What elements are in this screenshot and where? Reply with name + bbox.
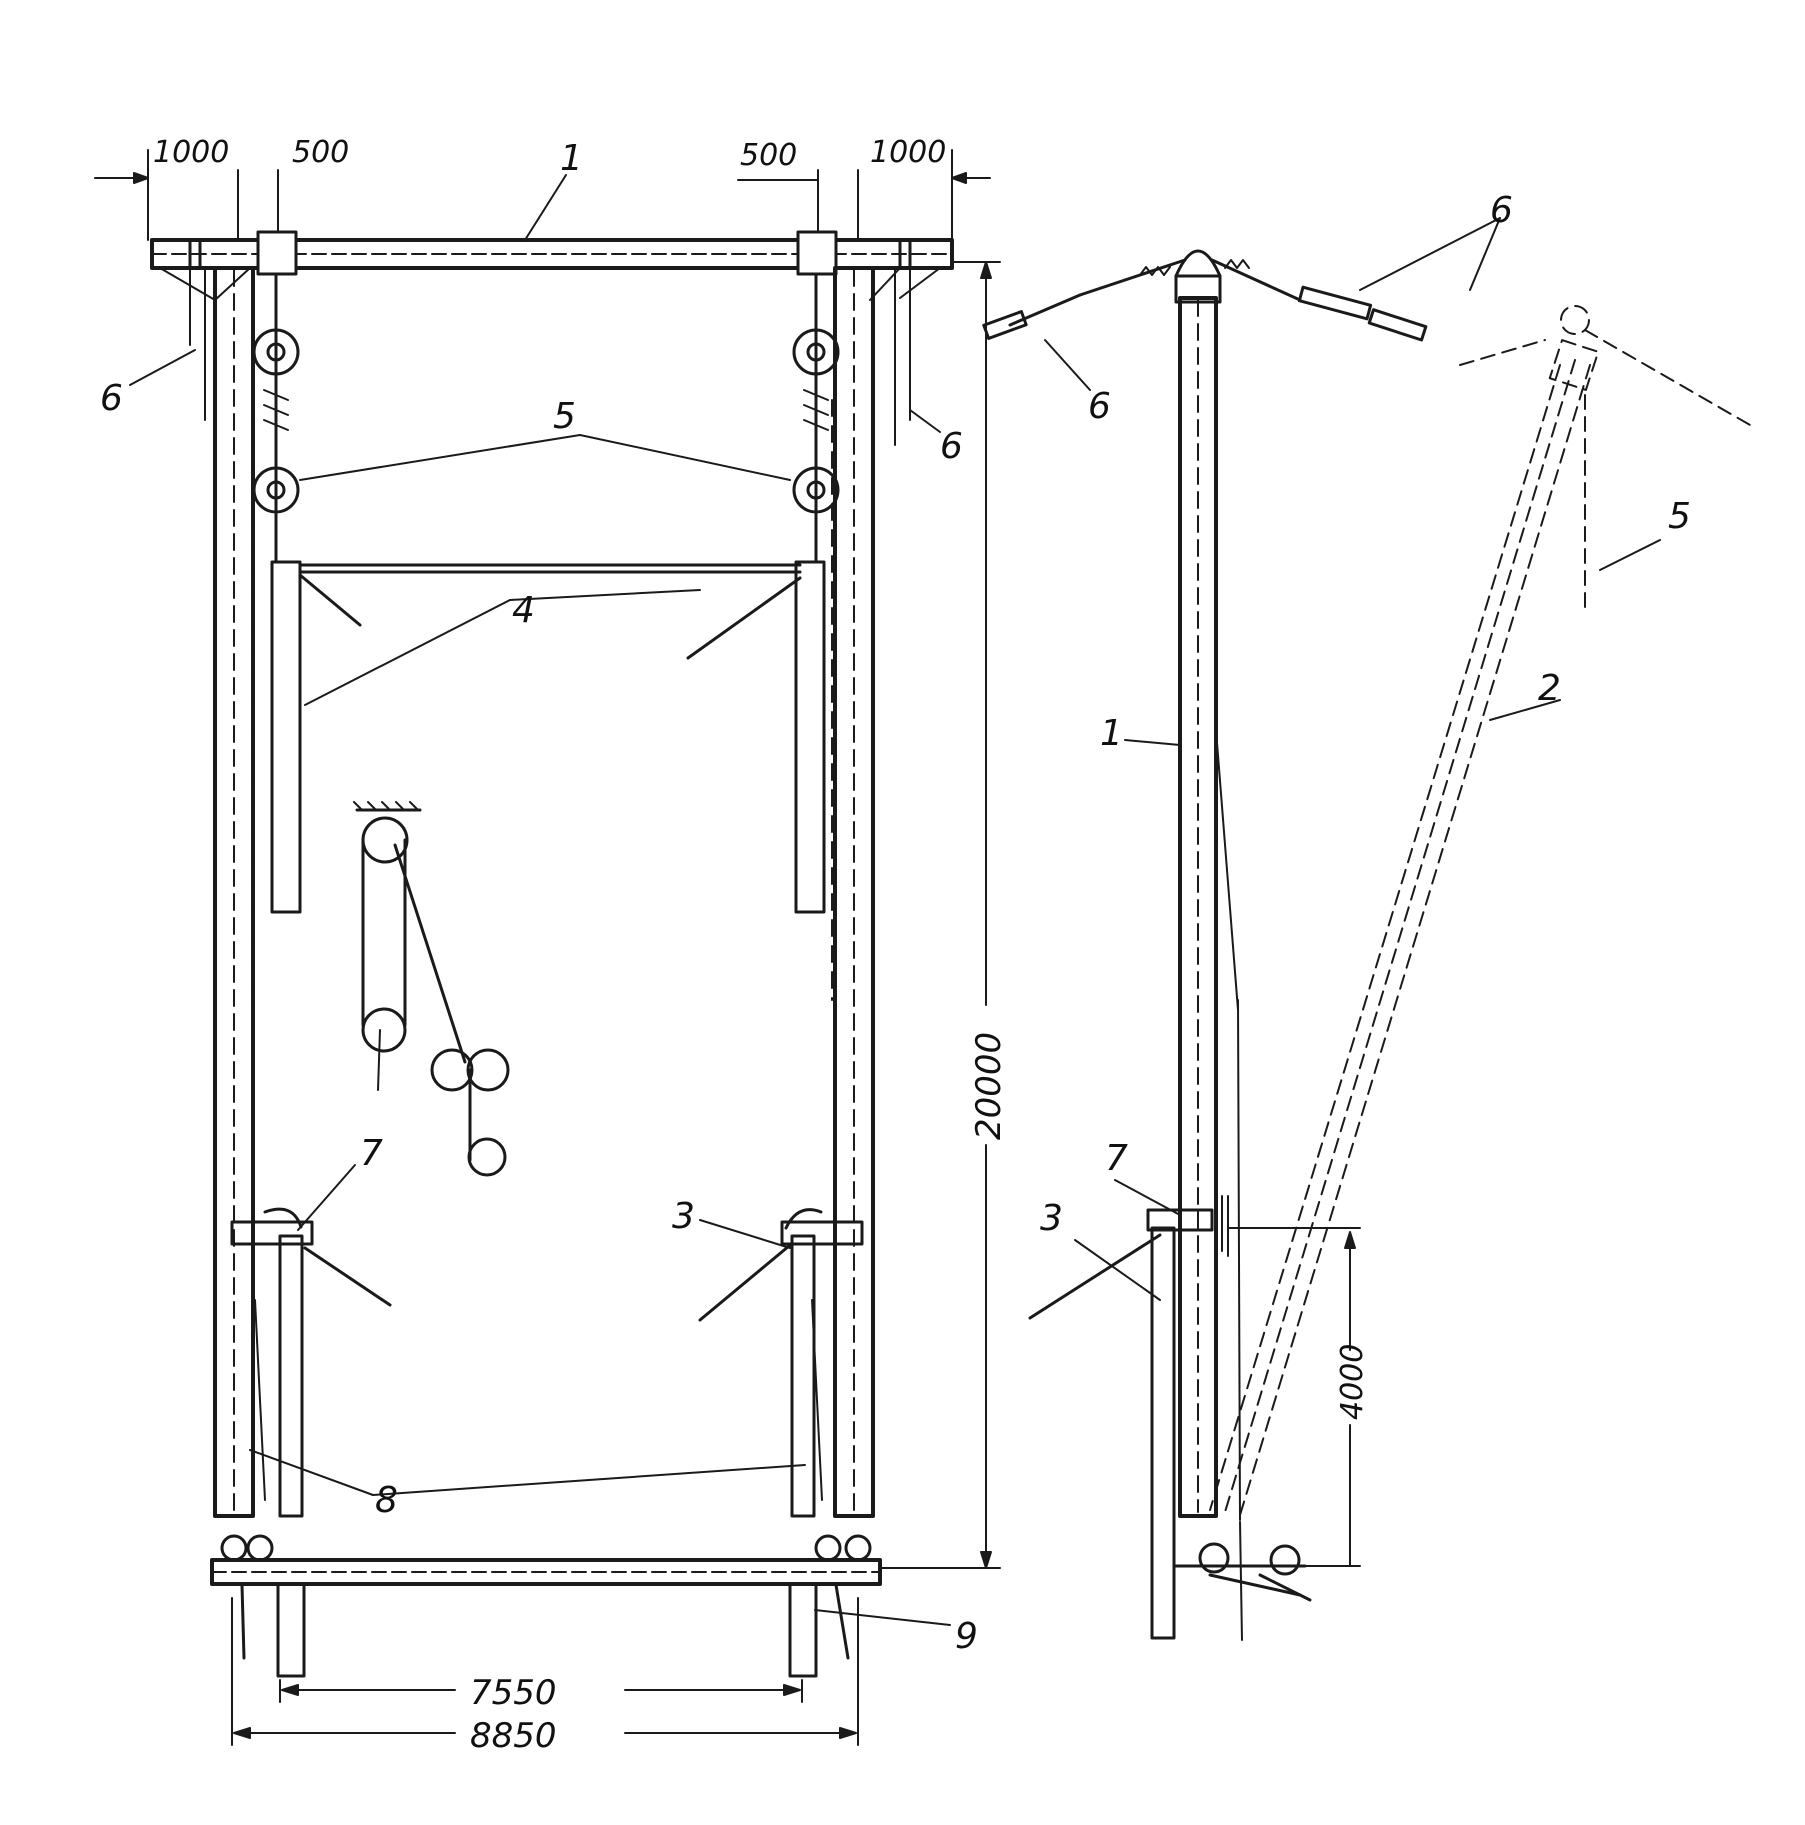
callout-3-front: 3 [672, 1196, 695, 1237]
side-leaders [1044, 217, 1661, 1301]
callout-7-front: 7 [360, 1133, 383, 1174]
side-guy-lines [982, 258, 1428, 342]
side-base-hinge [1173, 1542, 1312, 1602]
side-jack [1028, 1195, 1229, 1640]
callout-9: 9 [955, 1616, 978, 1657]
dimension-labels: 1000 500 500 1000 20000 4000 7550 8850 [153, 135, 1370, 1756]
front-leaders [129, 174, 951, 1626]
callout-3-side: 3 [1040, 1198, 1063, 1239]
callout-2: 2 [1538, 668, 1561, 709]
callout-6-front-right: 6 [940, 426, 963, 467]
dim-top-right-offset: 500 [740, 138, 797, 173]
anchor-height-dimension [1227, 1227, 1361, 1567]
side-mast [1174, 249, 1222, 1518]
dim-height: 20000 [969, 1032, 1009, 1140]
side-view [982, 217, 1751, 1641]
callout-labels: 1 6 6 5 4 7 3 8 9 6 6 5 2 1 7 3 [100, 138, 1691, 1657]
callout-8: 8 [375, 1480, 398, 1521]
dim-top-left-overhang: 1000 [153, 135, 229, 170]
lifting-traverse [270, 560, 826, 914]
pulley-block-right [792, 272, 840, 562]
callout-1-front: 1 [560, 138, 583, 179]
bottom-beam [210, 1534, 882, 1678]
callout-1-side: 1 [1100, 713, 1123, 754]
top-dimensions [94, 149, 991, 241]
dim-outer-span: 8850 [470, 1716, 557, 1756]
dim-top-right-overhang: 1000 [870, 135, 946, 170]
callout-6-side-right: 6 [1490, 190, 1513, 231]
callout-7-side: 7 [1105, 1138, 1128, 1179]
dim-anchor-height: 4000 [1335, 1344, 1370, 1420]
right-column [831, 266, 875, 1518]
lower-right-jack [698, 1208, 864, 1518]
raised-mast-outline [1209, 305, 1751, 1516]
callout-4: 4 [512, 590, 535, 631]
side-cable [1215, 729, 1243, 1641]
front-guy-lines [189, 267, 911, 446]
callout-6-front-left: 6 [100, 378, 123, 419]
callout-5-side: 5 [1668, 496, 1691, 537]
callout-6-side-left: 6 [1088, 386, 1111, 427]
dim-inner-span: 7550 [470, 1673, 557, 1713]
left-column [213, 266, 255, 1518]
front-view [94, 149, 1001, 1746]
lower-left-jack [230, 1207, 392, 1518]
height-dimension [879, 261, 1001, 1569]
dim-top-left-offset: 500 [292, 135, 349, 170]
span-dimensions [231, 1597, 859, 1746]
pulley-block-left [252, 272, 300, 562]
callout-5-front: 5 [553, 396, 576, 437]
top-crossbeam [150, 230, 954, 301]
winch-schematic [353, 801, 510, 1177]
